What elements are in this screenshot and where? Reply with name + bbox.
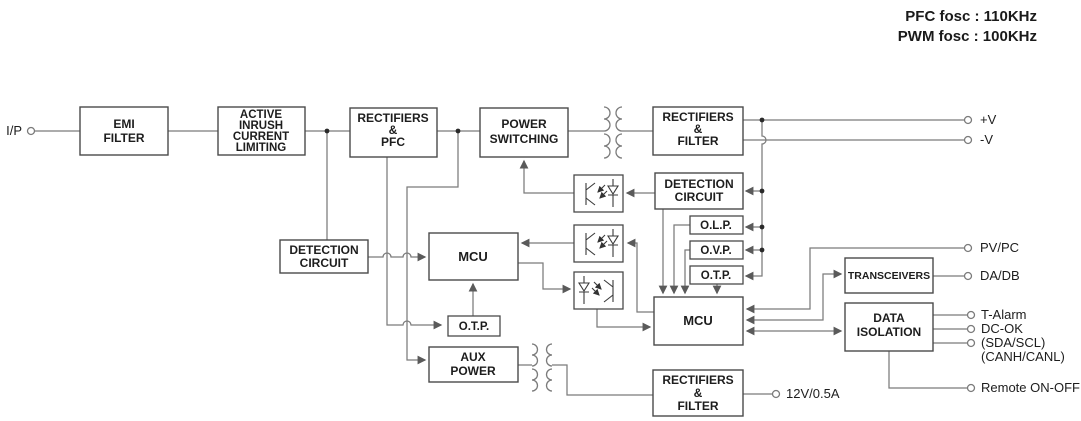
terminal-circle-icon [963,135,973,145]
box-ovp: O.V.P. [689,240,744,260]
terminal-v-plus: +V [963,112,997,127]
optocoupler-3-icon [573,271,624,310]
aux-power-label: AUX [460,350,485,364]
terminal-dc-ok: DC-OK [966,321,1023,336]
rect-pfc-label: RECTIFIERS [357,111,428,125]
dc-ok-label: DC-OK [981,321,1023,336]
inrush-label: INRUSH [239,120,283,132]
detection-primary-label: CIRCUIT [300,256,349,270]
box-mcu-secondary: MCU [653,296,744,346]
rect-pfc-label: & [389,123,398,137]
terminal-remote-on-off: Remote ON-OFF [966,380,1080,395]
emi-filter-label: FILTER [103,131,144,145]
v-minus-label: -V [980,132,993,147]
terminal-sda-scl: (SDA/SCL) (CANH/CANL) [966,335,1065,364]
terminal-circle-icon [963,271,973,281]
terminal-v-minus: -V [963,132,993,147]
terminal-circle-icon [966,310,976,320]
rect-pfc-label: PFC [381,135,405,149]
data-isolation-label: ISOLATION [857,325,921,339]
terminal-pv-pc: PV/PC [963,240,1019,255]
rect-filter-main-label: FILTER [677,134,718,148]
box-detection-circuit-secondary: DETECTION CIRCUIT [654,172,744,210]
terminal-circle-icon [26,126,36,136]
optocoupler-1-icon [573,174,624,213]
box-rectifiers-pfc: RECTIFIERS & PFC [349,107,438,158]
da-db-label: DA/DB [980,268,1020,283]
rect-filter-aux-label: RECTIFIERS [662,373,733,387]
box-otp-secondary: O.T.P. [689,265,744,285]
sda-scl-label: (SDA/SCL) [981,335,1045,350]
rect-filter-aux-label: & [694,386,703,400]
wires-secondary-sense [596,120,767,332]
mcu-secondary-label: MCU [683,313,713,328]
wires-primary-control [326,131,574,365]
ovp-label: O.V.P. [700,245,731,257]
data-isolation-label: DATA [873,311,905,325]
terminal-input: I/P [6,123,36,138]
terminal-aux-output: 12V/0.5A [771,386,840,401]
terminal-circle-icon [966,324,976,334]
terminal-circle-icon [966,338,976,348]
optocoupler-2-icon [573,224,624,263]
box-power-switching: POWER SWITCHING [479,107,569,158]
box-otp-primary: O.T.P. [447,315,501,337]
rect-filter-main-label: RECTIFIERS [662,110,733,124]
box-transceivers: TRANSCEIVERS [844,257,934,294]
detection-secondary-label: DETECTION [664,177,733,191]
otp-secondary-label: O.T.P. [701,270,731,282]
main-transformer-icon [603,106,623,159]
wires-io-communication [518,247,967,396]
power-switching-label: POWER [501,117,547,131]
terminal-circle-icon [966,383,976,393]
t-alarm-label: T-Alarm [981,307,1027,322]
inrush-label: CURRENT [233,131,289,143]
box-aux-power: AUX POWER [428,346,519,383]
box-olp: O.L.P. [689,215,744,235]
inrush-label: ACTIVE [240,109,283,121]
box-rectifiers-filter-main: RECTIFIERS & FILTER [652,106,744,156]
terminal-circle-icon [963,243,973,253]
aux-transformer-icon [531,343,553,392]
olp-label: O.L.P. [700,220,732,232]
terminal-circle-icon [963,115,973,125]
pfc-fosc-annotation: PFC fosc : 110KHz [905,8,1037,25]
wires-main-power-path [35,119,964,141]
box-active-inrush-current-limiting: ACTIVE INRUSH CURRENT LIMITING [217,106,306,156]
box-emi-filter: EMI FILTER [79,106,169,156]
box-detection-circuit-primary: DETECTION CIRCUIT [279,239,369,274]
rect-filter-aux-label: FILTER [677,399,718,413]
aux-output-label: 12V/0.5A [786,386,840,401]
power-switching-label: SWITCHING [490,132,559,146]
terminal-t-alarm: T-Alarm [966,307,1027,322]
pv-pc-label: PV/PC [980,240,1019,255]
inrush-label: LIMITING [236,142,287,154]
rect-filter-main-label: & [694,122,703,136]
junction-dots [324,117,765,253]
box-mcu-primary: MCU [428,232,519,281]
aux-power-label: POWER [450,364,496,378]
mcu-primary-label: MCU [458,249,488,264]
canh-canl-label: (CANH/CANL) [981,349,1065,364]
terminal-da-db: DA/DB [963,268,1020,283]
input-label: I/P [6,123,22,138]
pwm-fosc-annotation: PWM fosc : 100KHz [898,28,1037,45]
emi-filter-label: EMI [113,117,134,131]
v-plus-label: +V [980,112,997,127]
transceivers-label: TRANSCEIVERS [848,270,930,282]
box-data-isolation: DATA ISOLATION [844,302,934,352]
otp-primary-label: O.T.P. [459,321,489,333]
remote-on-off-label: Remote ON-OFF [981,380,1080,395]
box-rectifiers-filter-aux: RECTIFIERS & FILTER [652,369,744,417]
detection-primary-label: DETECTION [289,243,358,257]
detection-secondary-label: CIRCUIT [675,190,724,204]
terminal-circle-icon [771,389,781,399]
